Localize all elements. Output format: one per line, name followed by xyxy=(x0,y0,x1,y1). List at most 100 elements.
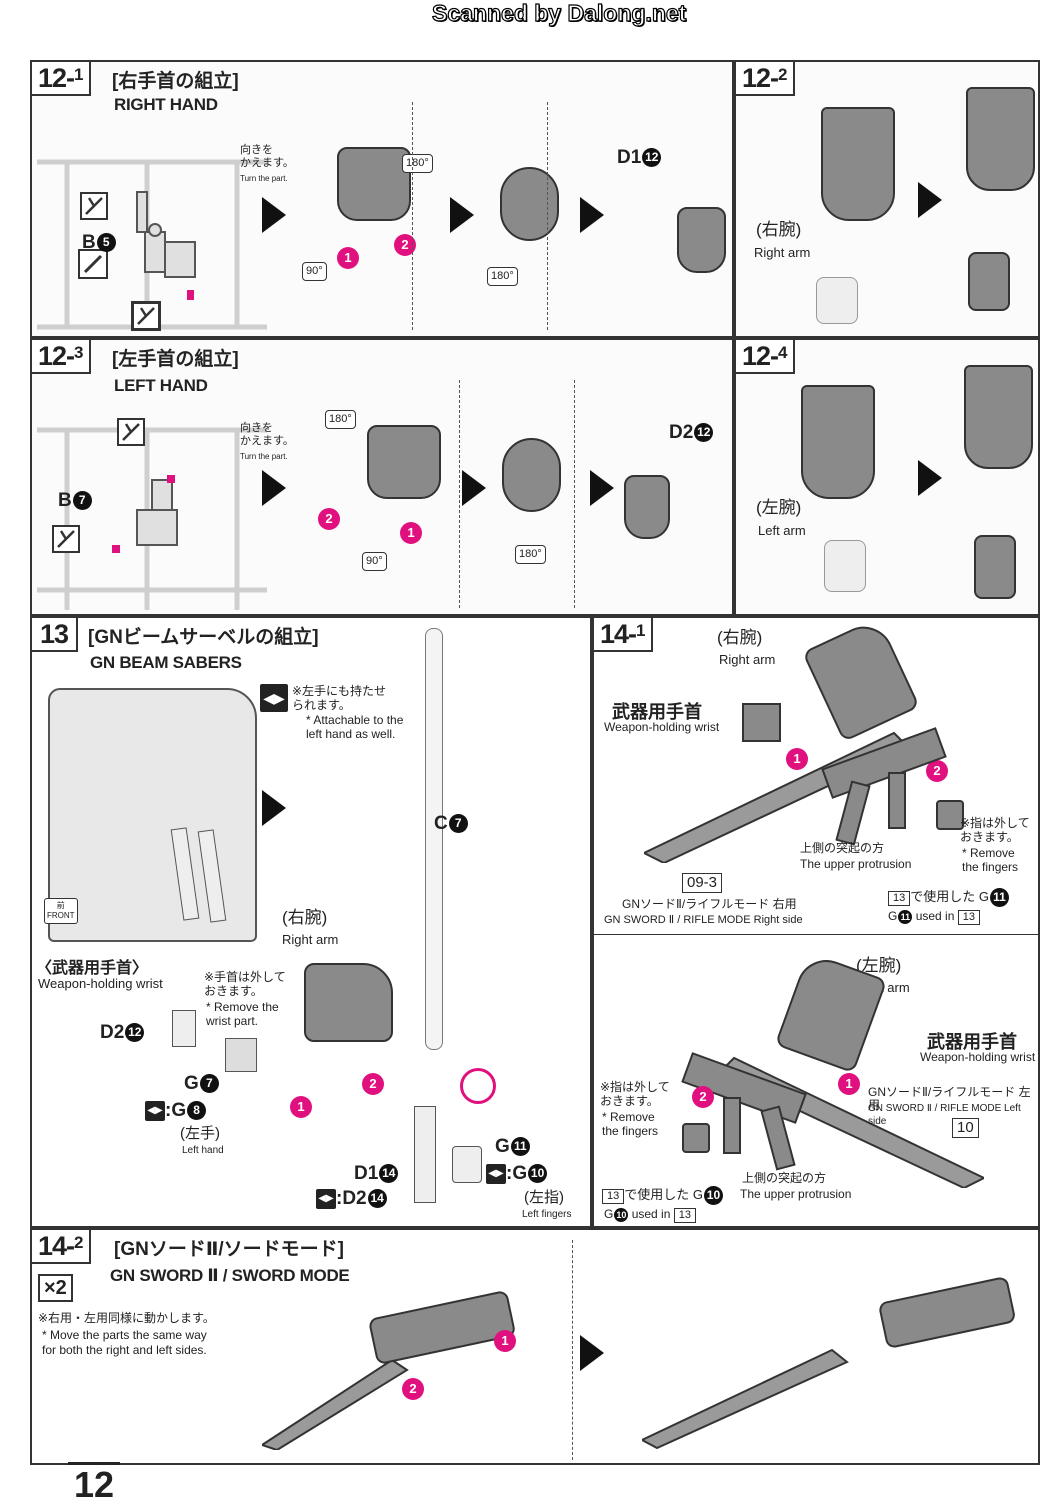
hand-part xyxy=(367,425,441,499)
arm-part xyxy=(801,385,875,499)
divider xyxy=(572,1240,573,1460)
gn-sword-illustration xyxy=(262,1291,515,1450)
step-title-jp: [左手首の組立] xyxy=(112,349,239,370)
swap-icon: ◀▶ xyxy=(145,1100,165,1121)
torso-illustration xyxy=(48,688,257,942)
step-title-jp: [GNビームサーベルの組立] xyxy=(88,627,319,648)
step-number: 14-2 xyxy=(32,1230,91,1264)
hand-part xyxy=(677,207,726,273)
ref-box: 10 xyxy=(952,1118,979,1138)
step-1-badge: 1 xyxy=(494,1330,516,1352)
rotate-180b-label: 180° xyxy=(487,267,518,286)
left-fingers-label-jp: (左指) xyxy=(524,1189,564,1206)
swap-icon: ◀▶ xyxy=(316,1188,336,1209)
arm-label-jp: (左腕) xyxy=(856,956,902,975)
both-hands-icon: ◀▶ xyxy=(260,684,288,712)
saber-hilt xyxy=(414,1106,436,1203)
wrist-part xyxy=(172,1010,196,1047)
arm-label-jp: (右腕) xyxy=(756,220,802,239)
cut-icon xyxy=(132,302,160,330)
hand-part-ghost xyxy=(816,277,858,324)
runner-diagram xyxy=(37,427,267,610)
protrusion-label-en: The upper protrusion xyxy=(740,1187,852,1201)
arm-part xyxy=(821,107,895,221)
protrusion-label-en: The upper protrusion xyxy=(800,857,912,871)
step-title-en: GN SWORD Ⅱ / SWORD MODE xyxy=(110,1266,350,1285)
turn-note-jp: 向きを かえます。 xyxy=(240,422,294,447)
arm-label-en: Right arm xyxy=(719,652,776,667)
beam-saber-blade xyxy=(425,628,443,1050)
flow-arrow-icon xyxy=(262,790,286,826)
step-1-badge: 1 xyxy=(290,1096,312,1118)
remove-wrist-note-en: * Remove the wrist part. xyxy=(206,1000,279,1028)
sword-label-en: GN SWORD Ⅱ / RIFLE MODE Right side xyxy=(604,914,803,926)
remove-fingers-note-jp: ※指は外して おきます。 xyxy=(600,1080,670,1108)
flow-arrow-icon xyxy=(590,470,614,506)
arm-label-jp: (右腕) xyxy=(717,628,763,647)
flow-arrow-icon xyxy=(918,182,942,218)
flow-arrow-icon xyxy=(918,460,942,496)
arm-part xyxy=(304,963,393,1042)
left-hand-label-en: Left hand xyxy=(182,1145,224,1156)
flow-arrow-icon xyxy=(450,197,474,233)
finger-part xyxy=(682,1123,710,1153)
page-number: 12 xyxy=(68,1462,121,1505)
wrist-label-en: Weapon-holding wrist xyxy=(38,976,163,991)
left-hand-label-jp: (左手) xyxy=(180,1125,220,1142)
cut-icon xyxy=(80,192,108,220)
note-jp: ※右用・左用同様に動かします。 xyxy=(38,1311,215,1325)
step-number: 12-3 xyxy=(32,340,91,374)
step-1-badge: 1 xyxy=(838,1073,860,1095)
step-number: 14-1 xyxy=(594,618,653,652)
step-2-badge: 2 xyxy=(318,508,340,530)
flow-arrow-icon xyxy=(462,470,486,506)
step-title-jp: [右手首の組立] xyxy=(112,71,239,92)
step-1-badge: 1 xyxy=(786,748,808,770)
wrist-part xyxy=(225,1038,257,1072)
multiplier-badge: ×2 xyxy=(38,1274,73,1302)
divider xyxy=(574,380,575,608)
remove-fingers-note-en: * Remove the fingers xyxy=(962,846,1019,874)
rotate-90-label: 90° xyxy=(362,552,387,571)
sword-label-en: GN SWORD Ⅱ / RIFLE MODE Left side xyxy=(868,1103,1021,1127)
step-number: 13 xyxy=(32,618,79,652)
step-2-badge: 2 xyxy=(362,1073,384,1095)
rotate-180b-label: 180° xyxy=(515,545,546,564)
wrist-label-en: Weapon-holding wrist xyxy=(920,1050,1036,1064)
flow-arrow-icon xyxy=(262,197,286,233)
step-2-badge: 2 xyxy=(394,234,416,256)
step-2-badge: 2 xyxy=(402,1378,424,1400)
step-1-badge: 1 xyxy=(400,522,422,544)
divider xyxy=(594,934,1038,935)
wrist-label-jp: 〈武器用手首〉 xyxy=(36,960,149,977)
arm-label-en: Right arm xyxy=(754,245,811,260)
rotate-90-label: 90° xyxy=(302,262,327,281)
remove-wrist-note-jp: ※手首は外して おきます。 xyxy=(204,970,286,998)
arm-part xyxy=(966,87,1035,191)
step-2-badge: 2 xyxy=(926,760,948,782)
wrist-label-en: Weapon-holding wrist xyxy=(604,720,720,734)
turn-note-en: Turn the part. xyxy=(240,452,288,461)
watermark: Scanned by Dalong.net xyxy=(431,0,687,27)
protrusion-label-jp: 上側の突起の方 xyxy=(742,1171,827,1185)
rotate-180-label: 180° xyxy=(325,410,356,429)
remove-fingers-note-jp: ※指は外して おきます。 xyxy=(960,816,1030,844)
gn-sword-illustration xyxy=(681,1052,984,1188)
step-12-2-panel: 12-2 (右腕) Right arm xyxy=(734,60,1040,338)
step-14-1-panel: 14-1 (右腕) Right arm 武器用手首 Weapon-holding… xyxy=(592,616,1040,1228)
